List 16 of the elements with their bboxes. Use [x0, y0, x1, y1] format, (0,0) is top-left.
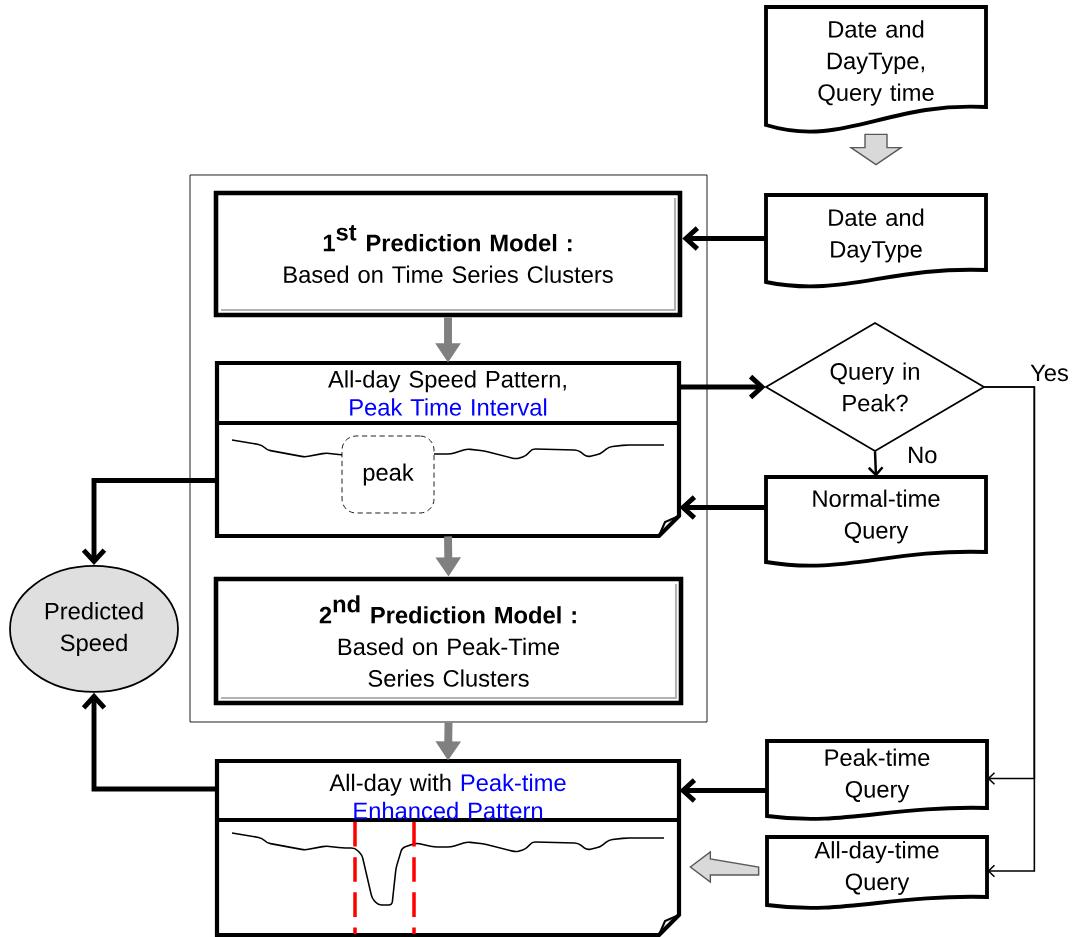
arrow: [81, 692, 217, 792]
chart-document: All-day with Peak-time Enhanced Pattern: [214, 758, 682, 937]
block-arrow: [848, 133, 904, 166]
container-frame: [189, 174, 708, 723]
process-box: $\textbf{1}^{\textbf{st}}\ \textbf{Prediction Model :}$ Based on Time Series Clusters: [213, 190, 683, 318]
arrow: [682, 226, 766, 251]
process-box: $\textbf{2}^{\textbf{nd}}\ \textbf{Prediction Model :}$ Based on Peak-Time Series Clusters: [213, 576, 684, 706]
arrow: [867, 451, 884, 477]
peak-box: peak: [341, 435, 435, 514]
arrow: [983, 386, 1036, 878]
arrow: [679, 374, 766, 400]
arrow: [81, 478, 217, 566]
arrow: [679, 778, 767, 803]
arrow: [679, 495, 766, 520]
block-arrow: [689, 850, 760, 884]
edge-label: Yes: [1028, 362, 1071, 384]
